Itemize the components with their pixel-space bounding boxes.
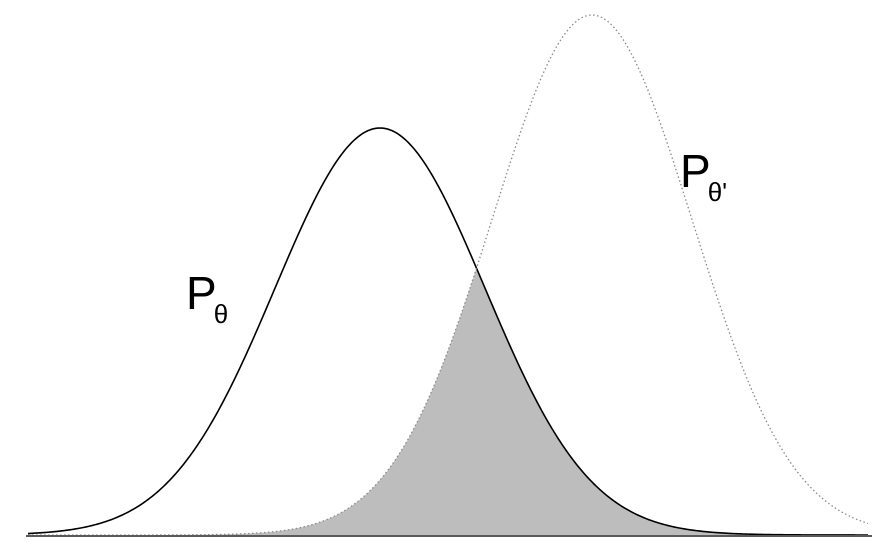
overlap-shaded-area: [28, 269, 868, 535]
p-theta-prime-label-main: P: [680, 145, 711, 197]
p-theta-prime-label-subscript: θ': [707, 177, 728, 207]
p-theta-prime-curve: [28, 14, 869, 536]
p-theta-label-main: P: [186, 267, 217, 319]
p-theta-prime-label: Pθ': [680, 145, 727, 205]
p-theta-label-subscript: θ: [213, 299, 229, 329]
p-theta-curve: [27, 127, 868, 536]
p-theta-label: Pθ: [186, 267, 228, 327]
